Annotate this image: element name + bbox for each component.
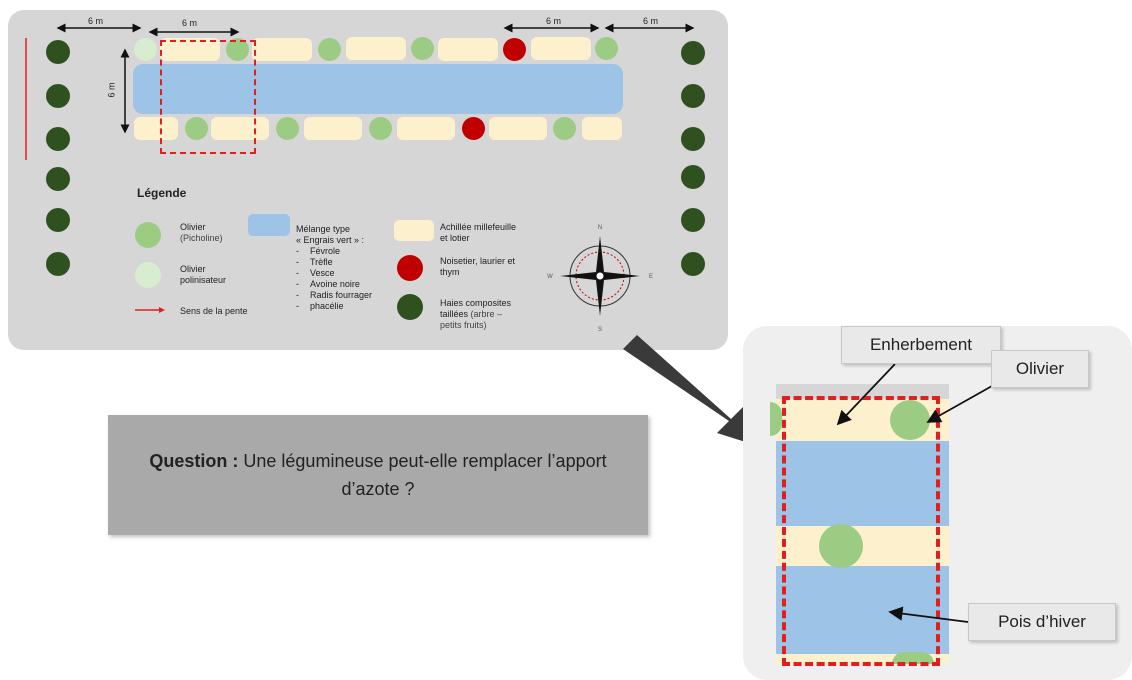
legend-green-manure-item: -phacélie (296, 301, 344, 311)
hedge-tree (46, 208, 70, 232)
olive-tree (226, 38, 249, 61)
zoom-green-manure-band (776, 566, 949, 654)
grass-strip (160, 38, 220, 61)
dim-label-top-left-outer: 6 m (88, 16, 104, 26)
legend-hedge-swatch (397, 294, 423, 320)
legend-olive-label: Olivier (Picholine) (180, 222, 223, 243)
question-text: Question : Une légumineuse peut-elle rem… (149, 451, 607, 499)
olive-tree (276, 117, 299, 140)
hedge-tree (681, 127, 705, 151)
hedge-tree (681, 165, 705, 189)
olive-tree (369, 117, 392, 140)
grass-strip (438, 38, 498, 61)
olive-tree (185, 117, 208, 140)
olive-tree (318, 38, 341, 61)
compass-e-label: E (649, 274, 653, 280)
zoom-callout-arrows (836, 363, 993, 623)
compass-s-label: S (598, 327, 602, 333)
hedge-tree (46, 40, 70, 64)
hedge-tree (681, 208, 705, 232)
green-manure-band (133, 64, 623, 114)
zoom-olive-tree-partial (892, 652, 934, 664)
hedge-tree (46, 84, 70, 108)
hedge-tree (46, 127, 70, 151)
callout-arrow-pois (888, 606, 969, 623)
grass-strip (252, 38, 312, 61)
legend-green-manure-item: -Trèfle (296, 257, 333, 267)
zoom-dashed-frame (782, 396, 940, 666)
hedge-tree (46, 167, 70, 191)
legend-green-manure-item: -Vesce (296, 268, 335, 278)
grass-strip (304, 117, 362, 140)
hazel-laurel-thyme-shrub (503, 38, 526, 61)
question-box: Question : Une légumineuse peut-elle rem… (108, 415, 648, 535)
legend-green-manure-item: -Radis fourrager (296, 290, 373, 300)
hedge-tree (681, 84, 705, 108)
zoom-olive-tree-partial (770, 402, 782, 436)
legend-green-manure-item: -Avoine noire (296, 279, 360, 289)
hedge-tree (681, 41, 705, 65)
zoom-grass-strip (776, 654, 949, 664)
compass-rose-icon: N S W E (547, 225, 653, 333)
zoom-selection-frame (160, 40, 256, 154)
olive-tree (595, 37, 618, 60)
hedge-tree (681, 252, 705, 276)
hazel-laurel-thyme-shrub (462, 117, 485, 140)
grass-strip (397, 117, 455, 140)
dimension-arrows (25, 23, 695, 160)
olive-tree (553, 117, 576, 140)
callout-enherbement: Enherbement (841, 326, 1001, 364)
legend-grass-swatch (394, 220, 434, 241)
callout-arrow-olivier (926, 385, 993, 423)
legend-green-manure-item: -Févrole (296, 246, 341, 256)
legend-title: Légende (137, 186, 187, 200)
pollinator-olive-tree (134, 38, 157, 61)
grass-strip (531, 37, 591, 60)
legend-slope-label: Sens de la pente (180, 306, 248, 316)
olive-tree (411, 37, 434, 60)
callout-pois-hiver: Pois d’hiver (968, 603, 1116, 641)
legend-pollinator-label: Olivier polinisateur (180, 264, 227, 285)
dim-label-top-right-inner: 6 m (546, 16, 562, 26)
grass-strip (489, 117, 547, 140)
zoom-top-edge (776, 384, 949, 399)
legend-green-manure-swatch (248, 214, 290, 236)
dim-label-top-right-outer: 6 m (643, 16, 659, 26)
callout-arrow-enherbement (836, 363, 896, 426)
dim-label-vertical: 6 m (106, 82, 117, 98)
legend-hedge-label: Haies composites taillées (arbre – petit… (440, 298, 512, 330)
legend-slope-arrow-icon (135, 307, 165, 313)
zoom-pointer-arrow (623, 335, 755, 445)
legend-grass-label: Achillée millefeuille et lotier (440, 222, 517, 243)
legend-pollinator-swatch (135, 262, 161, 288)
callout-olivier: Olivier (991, 350, 1089, 388)
compass-n-label: N (598, 225, 602, 231)
grass-strip (134, 117, 178, 140)
compass-w-label: W (547, 274, 553, 280)
legend-green-manure-label: Mélange type « Engrais vert » : -Févrole… (296, 224, 373, 311)
zoom-green-manure-band (776, 441, 949, 526)
legend-olive-swatch (135, 222, 161, 248)
hedge-tree (46, 252, 70, 276)
legend-hazel-swatch (397, 255, 423, 281)
zoom-olive-tree (819, 524, 863, 568)
dim-label-top-left-inner: 6 m (182, 18, 198, 28)
grass-strip (346, 37, 406, 60)
legend-hazel-label: Noisetier, laurier et thym (440, 256, 516, 277)
grass-strip (582, 117, 622, 140)
zoom-olive-tree (890, 400, 930, 440)
